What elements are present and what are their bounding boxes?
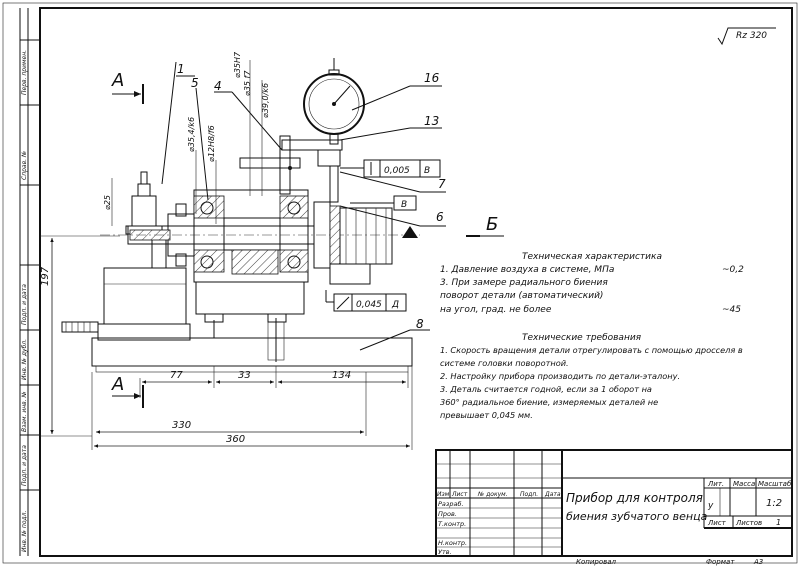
callout-1: 1 bbox=[177, 62, 185, 76]
callout-6: 6 bbox=[436, 210, 444, 224]
callout-8: 8 bbox=[416, 317, 424, 331]
tb-col-sign: Подп. bbox=[520, 491, 538, 498]
runout-value: 0,005 bbox=[384, 166, 410, 176]
tech-req-line-5: превышает 0,045 мм. bbox=[440, 410, 533, 420]
callout-5: 5 bbox=[191, 76, 199, 90]
tb-col-doc: № докум. bbox=[477, 491, 508, 498]
dim-197: 197 bbox=[40, 266, 51, 286]
air-cylinder bbox=[61, 267, 191, 341]
runout-ref: В bbox=[401, 200, 407, 210]
tech-char-row-1: 3. При замере радиального биения bbox=[440, 278, 608, 288]
callout-7: 7 bbox=[438, 177, 446, 191]
tech-req-line-2: 2. Настройку прибора производить по дета… bbox=[440, 371, 680, 381]
tb-title-line-1: Прибор для контроля bbox=[566, 491, 703, 505]
strip-label-3: Инв. № дубл. bbox=[21, 339, 28, 380]
tech-char-title: Техническая характеристика bbox=[522, 252, 662, 262]
footer-copied: Копировал bbox=[576, 558, 617, 566]
dia-39: ⌀39,0/k6 bbox=[261, 83, 270, 118]
footer-format: Формат bbox=[706, 558, 735, 566]
tb-role-5: Утв. bbox=[438, 548, 452, 556]
section-b: Б bbox=[466, 214, 504, 237]
tech-characteristics: Техническая характеристика 1. Давление в… bbox=[440, 252, 744, 315]
flatness-value: 0,045 bbox=[356, 300, 382, 310]
tb-scale-label: Масштаб bbox=[758, 480, 792, 488]
dia-12: ⌀12H8/f6 bbox=[207, 125, 216, 162]
inner-frame bbox=[39, 7, 793, 557]
dia-35-4: ⌀35,4/k6 bbox=[187, 117, 196, 152]
tech-req-title: Технические требования bbox=[522, 333, 642, 343]
dim-330: 330 bbox=[172, 420, 191, 431]
tech-char-row-3: на угол, град. не более bbox=[440, 305, 552, 315]
strip-label-5: Подп. и дата bbox=[21, 445, 28, 486]
tech-char-row-0: 1. Давление воздуха в системе, МПа bbox=[440, 265, 614, 275]
footer: Копировал Формат А3 bbox=[576, 558, 763, 566]
gear-and-motor bbox=[313, 201, 418, 285]
title-block: Изм Лист № докум. Подп. Дата Разраб. Про… bbox=[435, 449, 793, 557]
flatness-datum: Д bbox=[391, 300, 399, 310]
dimensions: 197 77 33 134 330 360 bbox=[40, 235, 413, 450]
tb-role-2: Т.контр. bbox=[438, 520, 466, 528]
section-a-top: А bbox=[111, 70, 144, 104]
throttle-valve bbox=[125, 171, 167, 269]
indicator-bracket bbox=[239, 135, 343, 203]
tb-lit-label: Лит. bbox=[707, 480, 724, 488]
spindle-housing bbox=[193, 189, 309, 315]
section-a-bottom: А bbox=[111, 374, 144, 408]
tech-req-line-4: 360° радиальное биение, измеряемых детал… bbox=[440, 397, 658, 407]
tb-sheets-value: 1 bbox=[776, 518, 781, 527]
dim-360: 360 bbox=[226, 434, 245, 445]
strip-label-6: Инв. № подл. bbox=[21, 511, 28, 552]
callouts: 1 5 4 16 13 7 6 8 bbox=[161, 61, 446, 351]
tb-col-izm: Изм bbox=[437, 491, 450, 498]
tech-req-line-3: 3. Деталь считается годной, если за 1 об… bbox=[440, 384, 652, 394]
dim-33: 33 bbox=[238, 370, 251, 381]
section-a-bottom-label: А bbox=[111, 374, 124, 395]
footer-format-value: А3 bbox=[753, 558, 763, 566]
callout-13: 13 bbox=[424, 114, 439, 128]
tb-scale-value: 1:2 bbox=[766, 498, 782, 509]
callout-16: 16 bbox=[424, 71, 440, 85]
strip-label-2: Подп. и дата bbox=[21, 284, 28, 325]
strip-label-4: Взам. инв. № bbox=[21, 391, 28, 432]
tolerance-flatness: 0,045 Д bbox=[325, 290, 407, 312]
tb-mass-label: Масса bbox=[733, 480, 755, 488]
tech-req-line-1: системе головки поворотной. bbox=[440, 358, 569, 368]
tb-sheet-label: Лист bbox=[707, 519, 727, 527]
dia-35h7: ⌀35H7 bbox=[233, 51, 242, 78]
tech-char-value-3: ~45 bbox=[722, 305, 741, 315]
tb-title-line-2: биения зубчатого венца bbox=[566, 510, 708, 523]
tb-role-0: Разраб. bbox=[438, 500, 464, 508]
roughness-symbol: Rz 320 bbox=[717, 27, 776, 46]
dia-25: ⌀25 bbox=[103, 195, 112, 210]
dim-134: 134 bbox=[332, 370, 351, 381]
tech-char-row-2: поворот детали (автоматический) bbox=[440, 291, 603, 301]
roughness-value: Rz 320 bbox=[736, 31, 767, 41]
base-plate bbox=[91, 313, 413, 373]
tb-col-list: Лист bbox=[451, 491, 468, 498]
dial-indicator bbox=[303, 58, 365, 145]
tech-char-value-0: ~0,2 bbox=[722, 265, 744, 275]
dim-77: 77 bbox=[170, 370, 183, 381]
strip-label-0: Перв. примен. bbox=[21, 50, 28, 95]
tech-req-line-0: 1. Скорость вращения детали отрегулирова… bbox=[440, 345, 743, 355]
left-strip: Перв. примен. Справ. № Подп. и дата Инв.… bbox=[19, 8, 40, 556]
section-a-top-label: А bbox=[111, 70, 124, 91]
dia-35f7: ⌀35 f7 bbox=[243, 70, 252, 96]
tech-requirements: Технические требования 1. Скорость враще… bbox=[440, 333, 743, 420]
callout-4: 4 bbox=[214, 79, 222, 93]
tb-role-1: Пров. bbox=[438, 510, 457, 518]
runout-datum: В bbox=[424, 166, 430, 176]
strip-label-1: Справ. № bbox=[21, 151, 28, 180]
section-b-label: Б bbox=[486, 214, 498, 235]
tb-role-4: Н.контр. bbox=[438, 539, 467, 547]
tb-col-date: Дата bbox=[544, 491, 561, 498]
tb-lit-value: у bbox=[707, 501, 714, 511]
tolerance-runout: 0,005 В В bbox=[340, 159, 441, 211]
diameter-labels: ⌀25 ⌀35,4/k6 ⌀12H8/f6 ⌀35H7 ⌀35 f7 ⌀39,0… bbox=[103, 51, 270, 226]
tb-sheets-label: Листов bbox=[735, 519, 762, 527]
